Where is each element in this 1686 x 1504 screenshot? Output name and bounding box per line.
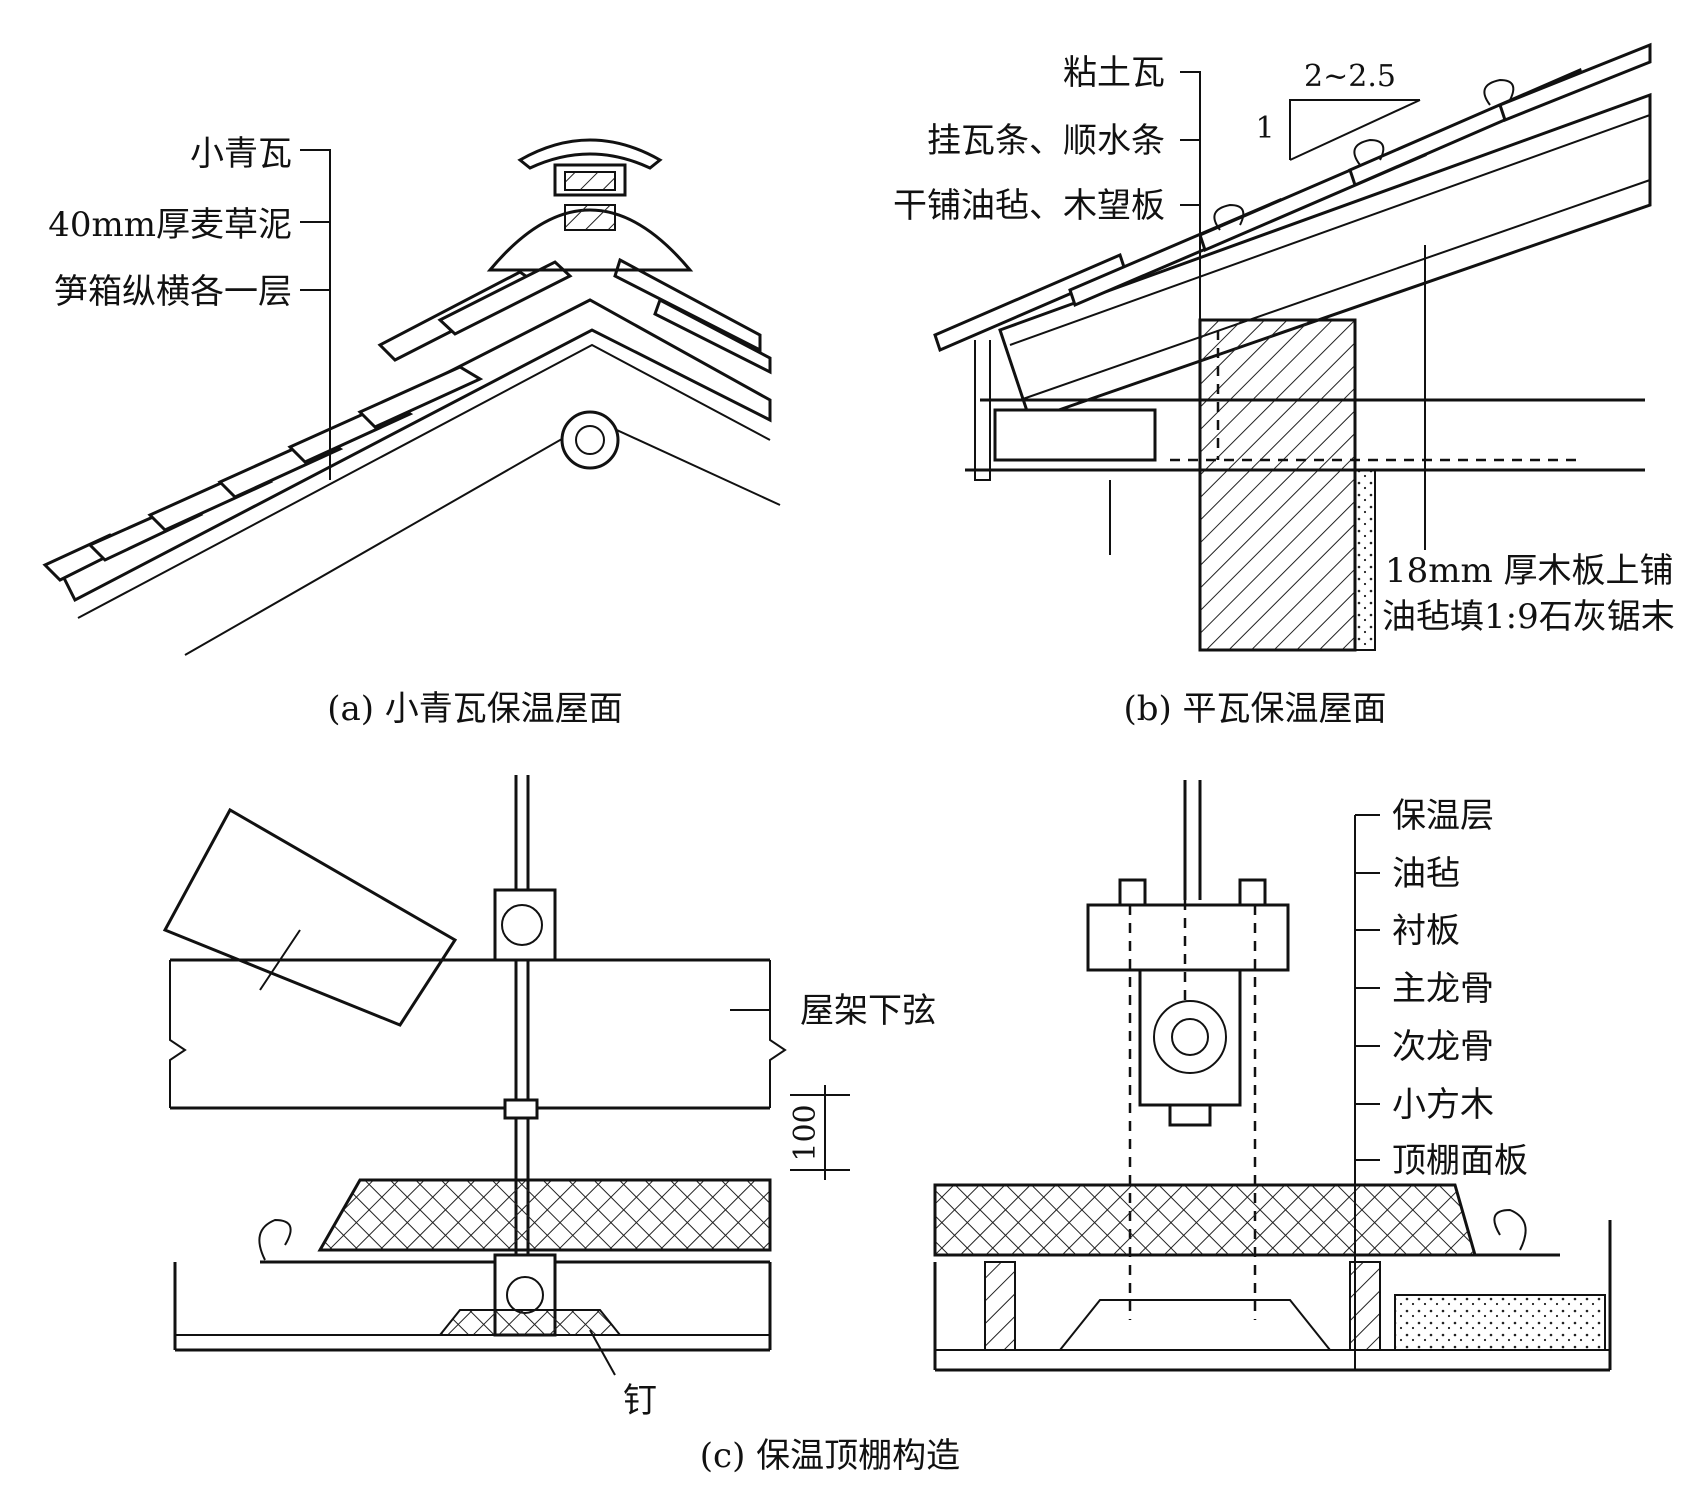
panel-a-drawing	[42, 138, 781, 656]
label-battens: 挂瓦条、顺水条	[927, 121, 1165, 161]
panel-c-right-drawing	[933, 780, 1612, 1372]
label-mud-layer: 40mm厚麦草泥	[48, 205, 292, 245]
label-nail: 钉	[623, 1381, 657, 1421]
label-felt-board: 干铺油毡、木望板	[893, 186, 1165, 226]
slope-triangle	[1289, 99, 1420, 160]
roof-mud-layer	[57, 298, 772, 603]
dimension-100: 100	[788, 1104, 823, 1161]
label-board-line1: 18mm 厚木板上铺	[1385, 551, 1674, 591]
slope-run: 2~2.5	[1304, 59, 1396, 94]
label-small-timber: 小方木	[1392, 1085, 1494, 1125]
rafter	[162, 807, 458, 1027]
ridge-cap	[517, 138, 663, 170]
tiles-left	[42, 260, 573, 582]
caption-c: (c) 保温顶棚构造	[700, 1436, 960, 1476]
label-reed-layer: 笋箱纵横各一层	[54, 272, 292, 312]
label-clay-tile: 粘土瓦	[1063, 53, 1165, 93]
clay-tiles	[933, 42, 1652, 353]
panel-b-drawing	[933, 42, 1652, 652]
label-ceiling-panel: 顶棚面板	[1392, 1141, 1528, 1181]
caption-a: (a) 小青瓦保温屋面	[327, 689, 623, 729]
label-felt: 油毡	[1392, 854, 1460, 894]
main-joist	[1086, 903, 1290, 972]
insulation-layer	[317, 1178, 772, 1252]
label-secondary-joist: 次龙骨	[1392, 1027, 1494, 1067]
label-insulation: 保温层	[1392, 796, 1494, 836]
secondary-joist	[1138, 968, 1242, 1107]
tiles-right	[613, 257, 772, 375]
label-truss-chord: 屋架下弦	[800, 991, 936, 1031]
label-small-tile: 小青瓦	[190, 134, 292, 174]
insulation-layer-right	[933, 1183, 1477, 1257]
wall	[1198, 318, 1357, 652]
caption-b: (b) 平瓦保温屋面	[1123, 689, 1386, 729]
label-board-line2: 油毡填1:9石灰锯末	[1382, 597, 1675, 637]
roof-insulation	[998, 92, 1652, 422]
slope-rise: 1	[1255, 111, 1274, 146]
ornament-circle	[560, 410, 620, 470]
label-main-joist: 主龙骨	[1392, 969, 1494, 1009]
panel-c-left-drawing	[162, 775, 850, 1376]
label-lining-board: 衬板	[1392, 911, 1460, 951]
